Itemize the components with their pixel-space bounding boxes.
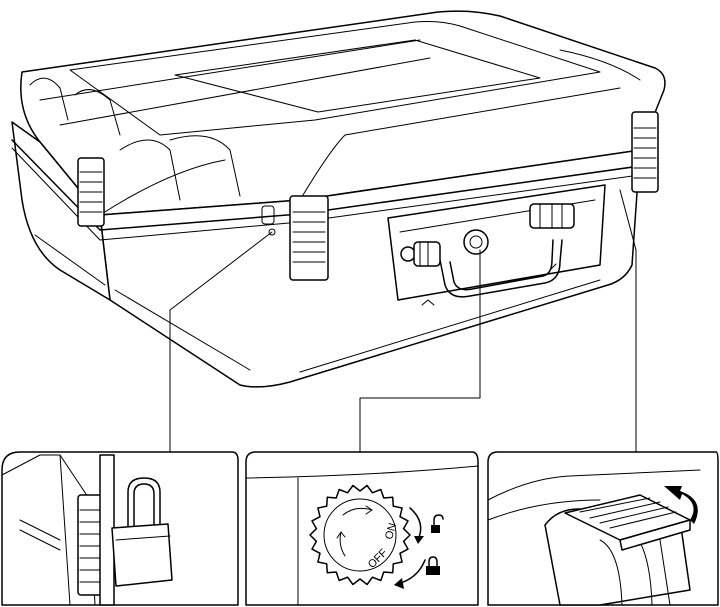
latch-detail-panel [487,451,719,606]
unlocked-padlock-icon [431,514,444,533]
leader-lines [169,189,637,453]
right-side-latch [631,111,659,193]
handle-recess [387,184,606,306]
valve-detail-panel: ON OFF [245,451,479,606]
left-side-latch [77,157,105,227]
pressure-valve-dial: ON OFF [309,484,411,586]
padlock-icon [111,477,173,587]
padlock-detail-panel [1,451,239,606]
latch-lever [564,494,691,551]
curved-arrow-icon [664,486,698,524]
front-left-latch [289,195,329,281]
case-illustration [11,10,666,388]
locked-padlock-icon [426,556,440,575]
on-label: ON [383,522,399,541]
